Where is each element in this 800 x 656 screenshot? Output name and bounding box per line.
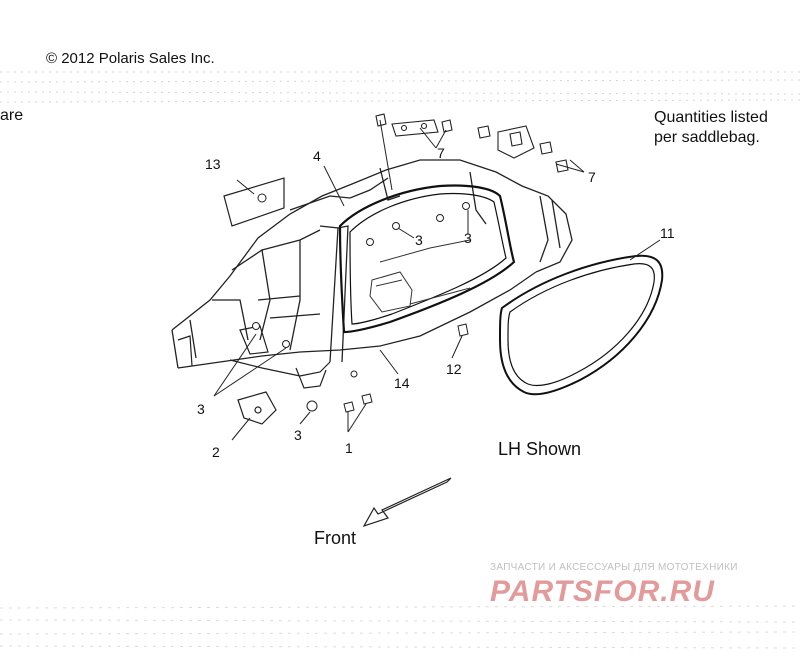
front-label: Front [314,528,357,548]
opening-rim [338,184,516,334]
clip-bracket-part-7-right [477,125,569,173]
callout-12: 12 [446,361,462,377]
callout-2: 2 [212,444,220,460]
callout-14: 14 [394,375,410,391]
callout-7-right: 7 [588,169,596,185]
callout-3-inner-right: 3 [464,230,472,246]
lh-shown-label: LH Shown [498,439,582,459]
lower-flange [177,325,331,389]
leader-lines [213,119,661,441]
fasteners [252,202,470,413]
clip-bracket-part-7-left [375,113,453,137]
watermark-brand: PARTSFOR.RU [490,575,715,608]
callout-3-inner-left: 3 [415,232,423,248]
callout-11: 11 [660,225,675,241]
pad-part-13 [223,177,285,227]
cut-off-text: are [0,107,24,124]
callout-7-left: 7 [437,145,445,161]
quantity-note: Quantities listed per saddlebag. [654,108,768,148]
pad-hole [257,193,267,203]
scan-noise-top [0,71,800,103]
front-arrow [362,477,452,528]
edge-seal-part-11 [498,254,664,396]
watermark-subtitle: ЗАПЧАСТИ И АКСЕССУАРЫ ДЛЯ МОТОТЕХНИКИ [490,562,738,573]
callout-1: 1 [345,440,353,456]
callout-3-lower-left: 3 [197,401,205,417]
quantity-note-line-1: Quantities listed [654,109,768,126]
scan-noise-bottom [0,605,800,649]
inner-pocket [369,239,471,313]
callout-3-lower: 3 [294,427,302,443]
callout-13: 13 [205,156,221,172]
bracket-part-2 [237,391,277,425]
quantity-note-line-2: per saddlebag. [654,129,760,146]
callout-4: 4 [313,148,321,164]
copyright-notice: © 2012 Polaris Sales Inc. [46,50,215,67]
